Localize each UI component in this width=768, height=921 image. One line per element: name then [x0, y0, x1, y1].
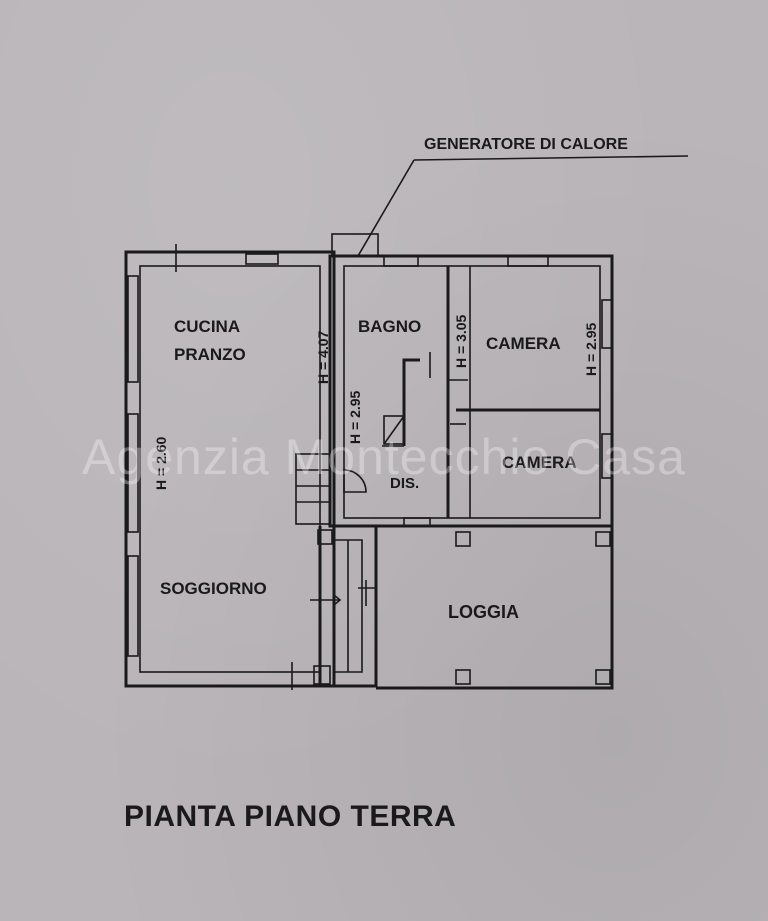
door-swing — [343, 469, 367, 493]
window — [127, 413, 139, 533]
room-label-cucina: CUCINA — [174, 317, 240, 336]
window — [601, 433, 613, 479]
room-label-dis: DIS. — [390, 475, 419, 492]
callout-underline — [413, 155, 689, 161]
window — [127, 555, 139, 657]
window — [383, 255, 419, 267]
stair-arrow-head — [333, 594, 342, 606]
walls — [124, 155, 689, 690]
height-label-camera-side: H = 3.05 — [453, 314, 469, 368]
window — [127, 275, 139, 383]
window — [245, 253, 279, 265]
room-label-loggia: LOGGIA — [448, 602, 519, 622]
room-label-camera-1: CAMERA — [486, 334, 561, 353]
callout-leader-line — [357, 159, 415, 257]
height-label-bagno: H = 2.95 — [347, 390, 363, 444]
window — [403, 517, 431, 527]
left-block-inner-wall — [139, 265, 321, 673]
watermark: Agenzia Montecchio Casa — [82, 429, 686, 485]
heat-generator-box — [331, 233, 379, 257]
loggia-pillar — [595, 531, 611, 547]
window — [507, 255, 549, 267]
loggia-pillar — [455, 669, 471, 685]
column — [313, 665, 331, 685]
room-label-camera-2: CAMERA — [502, 453, 577, 472]
column — [317, 529, 333, 545]
callout-heat-generator: GENERATORE DI CALORE — [424, 136, 628, 153]
right-block-inner-wall — [343, 265, 601, 519]
shower-tray — [383, 415, 405, 445]
room-label-bagno: BAGNO — [358, 317, 421, 336]
height-label-corridor: H = 4.07 — [315, 330, 331, 384]
height-label-soggiorno: H = 2.60 — [153, 436, 169, 490]
stair-well — [318, 526, 378, 688]
room-label-soggiorno: SOGGIORNO — [160, 579, 267, 598]
left-block-outer-wall — [124, 250, 336, 688]
window — [601, 299, 613, 349]
room-label-pranzo: PRANZO — [174, 345, 246, 364]
entry-steps — [295, 453, 331, 525]
plan-title: PIANTA PIANO TERRA — [124, 800, 457, 833]
height-label-camera-right: H = 2.95 — [583, 322, 599, 376]
shower-diagonal — [383, 415, 405, 445]
loggia-pillar — [455, 531, 471, 547]
loggia-pillar — [595, 669, 611, 685]
